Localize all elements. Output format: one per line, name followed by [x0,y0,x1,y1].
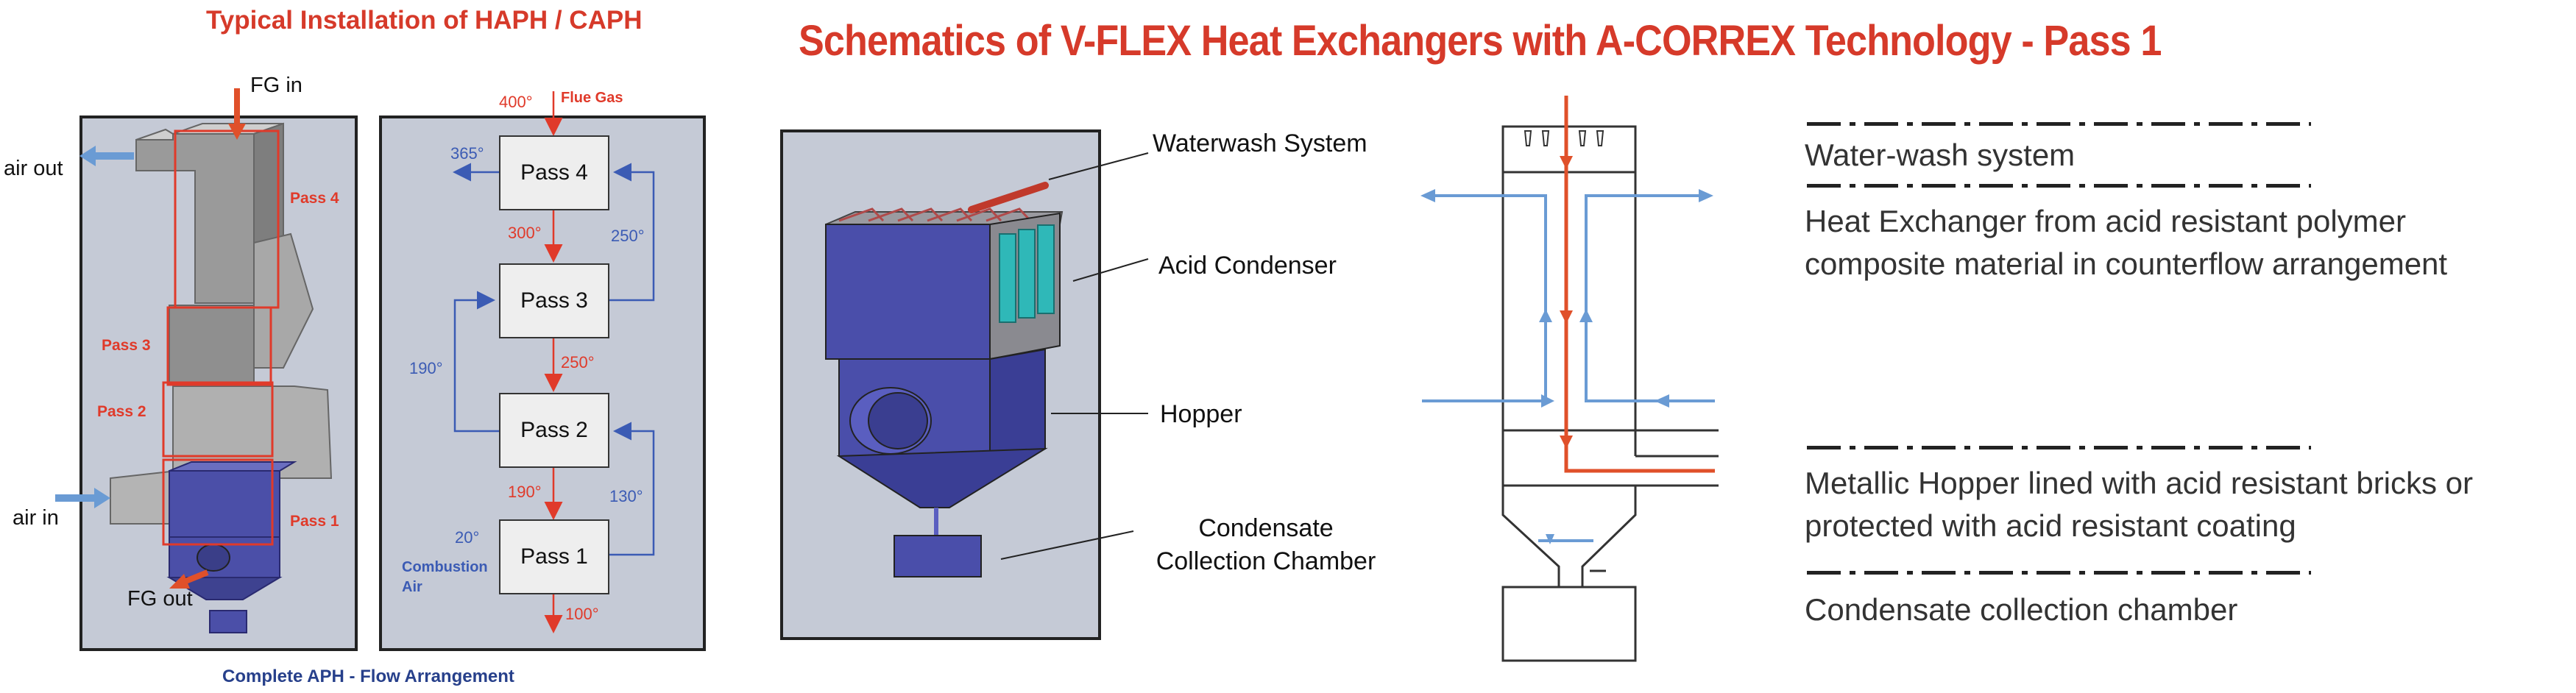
temp-blue-250: 250° [611,227,645,245]
flow-box-pass2: Pass 2 [499,393,609,468]
install-pass1-label: Pass 1 [290,513,339,530]
flue-gas-label: Flue Gas [561,90,623,106]
temp-blue-365: 365° [450,144,484,163]
legend-water-wash: Water-wash system [1805,138,2076,172]
page-title: Schematics of V-FLEX Heat Exchangers wit… [799,17,2162,65]
legend-hopper: Metallic Hopper lined with acid resistan… [1805,462,2473,547]
divider-4 [1807,571,2311,575]
install-pass3-label: Pass 3 [102,337,151,354]
legend-heat-exchanger-line2: composite material in counterflow arrang… [1805,246,2448,281]
flow-box-pass1: Pass 1 [499,519,609,594]
temp-blue-20: 20° [455,528,480,547]
air-out-label: air out [4,157,63,180]
divider-1 [1807,122,2311,126]
install-pass4-label: Pass 4 [290,190,339,207]
callout-condensate-line1: Condensate [1198,514,1334,542]
installation-title: Typical Installation of HAPH / CAPH [206,6,643,35]
flow-box-pass4: Pass 4 [499,135,609,210]
temp-red-400: 400° [499,93,533,111]
temp-red-100: 100° [565,605,599,623]
callout-hopper: Hopper [1160,400,1242,428]
legend-condensate: Condensate collection chamber [1805,592,2238,627]
temp-blue-190: 190° [409,359,443,377]
combustion-air-line2: Air [402,579,422,595]
legend-hopper-line1: Metallic Hopper lined with acid resistan… [1805,466,2474,500]
callout-waterwash: Waterwash System [1153,129,1367,157]
fg-in-label: FG in [250,74,302,97]
divider-3 [1807,446,2311,449]
fg-out-label: FG out [127,587,193,611]
divider-2 [1807,184,2311,188]
legend-heat-exchanger-line1: Heat Exchanger from acid resistant polym… [1805,204,2407,238]
combustion-air-line1: Combustion [402,559,488,575]
flow-box-pass3: Pass 3 [499,263,609,338]
callout-condensate: Condensate Collection Chamber [1133,512,1398,578]
legend-hopper-line2: protected with acid resistant coating [1805,508,2296,543]
temp-red-250: 250° [561,353,595,372]
install-pass2-label: Pass 2 [97,403,146,420]
temp-red-190: 190° [508,483,542,501]
combustion-air-label: Combustion Air [402,558,488,597]
temp-blue-130: 130° [609,487,643,505]
flow-arrangement-caption: Complete APH - Flow Arrangement [222,667,514,686]
air-in-label: air in [13,506,59,530]
legend-heat-exchanger: Heat Exchanger from acid resistant polym… [1805,200,2447,285]
temp-red-300: 300° [508,224,542,242]
callout-condensate-line2: Collection Chamber [1156,547,1376,575]
callout-acid-condenser: Acid Condenser [1158,252,1337,280]
